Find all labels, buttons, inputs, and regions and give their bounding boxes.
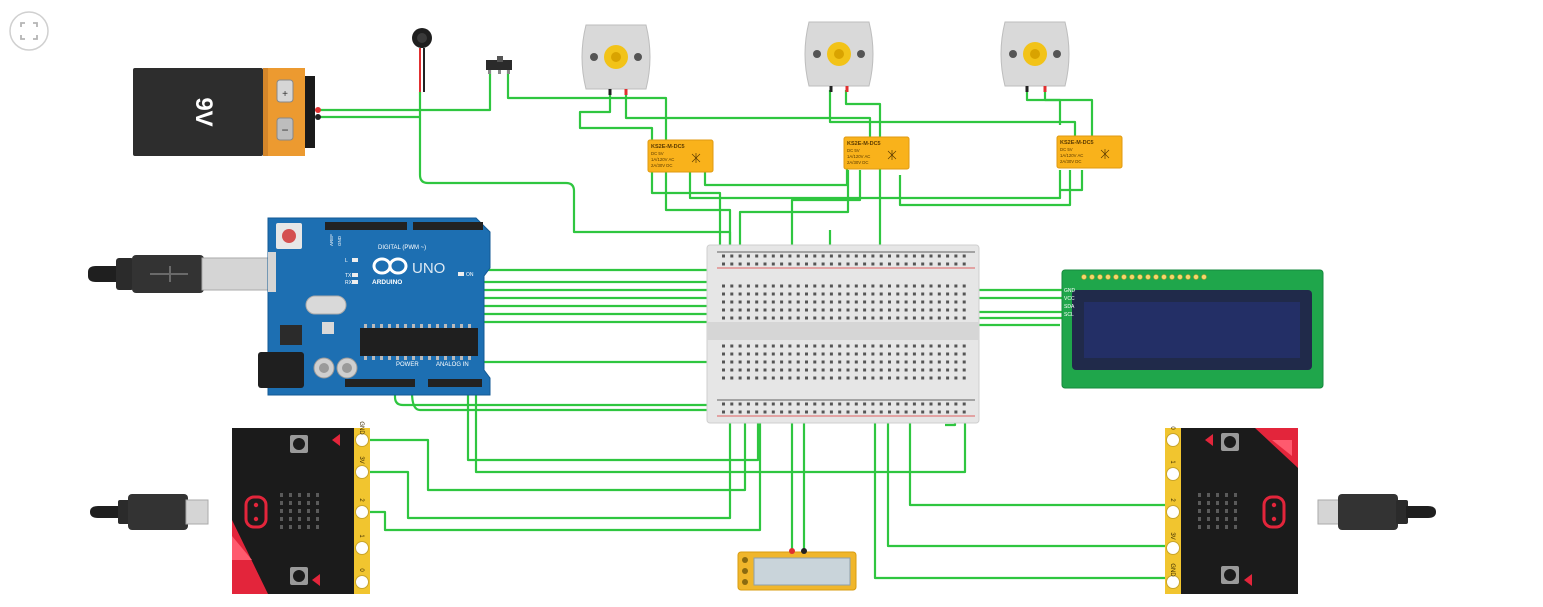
relay-spec: DC 5V [651, 151, 664, 156]
wire[interactable] [650, 165, 722, 262]
lcd-16x2[interactable]: GND VCC SDA SCL [1061, 269, 1324, 389]
arduino-model: UNO [412, 260, 445, 277]
relay-model: KS2E-M-DC5 [1060, 140, 1094, 146]
microbit-left-pin-label: 1 [358, 534, 364, 538]
microbit-right-pin-label: GND [1169, 563, 1175, 577]
relay-1[interactable]: KS2E-M-DC5 DC 5V 1A/120V AC 2A/30V DC [647, 139, 714, 173]
lcd-pin-scl: SCL [1064, 312, 1074, 318]
wire[interactable] [393, 385, 720, 407]
relay-spec: DC 5V [1060, 147, 1073, 152]
wire[interactable] [624, 94, 872, 138]
lcd-pin-gnd: GND [1064, 288, 1076, 294]
digital-label: DIGITAL (PWM ~) [378, 245, 426, 251]
microbit-right-pin-label: 2 [1169, 498, 1175, 502]
dc-motor-icon [581, 24, 651, 90]
relay-spec: 2A/30V DC [651, 163, 673, 168]
relay-model: KS2E-M-DC5 [847, 141, 881, 147]
microbit-right-pin-label: 3V [1169, 532, 1175, 539]
arduino-uno[interactable]: AREF GND DIGITAL (PWM ~) UNO ARDUINO L T… [258, 217, 491, 396]
usb-cable-arduino[interactable] [88, 255, 269, 293]
usb-cable-microbit-left[interactable] [90, 494, 209, 530]
wire[interactable] [1043, 90, 1094, 138]
microbit-right-pin-label: 0 [1169, 426, 1175, 430]
dc-motor-1[interactable] [581, 24, 651, 95]
fullscreen-button[interactable] [9, 11, 49, 51]
wire[interactable] [318, 70, 492, 112]
led-rx-label: RX [345, 280, 353, 286]
breadboard[interactable] [706, 244, 980, 424]
slide-switch-icon [486, 56, 512, 74]
battery-plus-label: + [282, 89, 288, 100]
vibration-motor-icon [412, 28, 432, 48]
wire[interactable] [688, 170, 1062, 200]
wire[interactable] [886, 410, 1165, 548]
wire[interactable] [370, 410, 732, 520]
gnd-label: GND [337, 235, 342, 246]
relay-spec: 2A/30V DC [847, 160, 869, 165]
wire[interactable] [578, 94, 654, 142]
arduino-brand: ARDUINO [372, 279, 402, 286]
microbit-left-pin-label: 0 [358, 568, 364, 572]
microbit-left-pin-label: 2 [358, 498, 364, 502]
wire[interactable] [418, 92, 732, 262]
dc-motor-3[interactable] [1000, 21, 1070, 92]
relay-spec: DC 5V [847, 148, 860, 153]
lcd-pin-sda: SDA [1064, 304, 1075, 310]
wire[interactable] [370, 410, 747, 492]
wire[interactable] [873, 410, 1165, 580]
microbit-right-pins: 0 1 2 3V GND [1166, 426, 1180, 589]
lcd-pin-vcc: VCC [1064, 296, 1075, 302]
analog-label: ANALOG IN [436, 362, 469, 368]
power-label: POWER [396, 362, 419, 368]
dc-motor-icon [804, 21, 874, 87]
wire[interactable] [1025, 90, 1062, 125]
relay-spec: 2A/30V DC [1060, 159, 1082, 164]
microbit-left-pin-label: GND [358, 421, 364, 435]
arduino-logo-icon [372, 257, 408, 275]
relay-model: KS2E-M-DC5 [651, 144, 685, 150]
usb-plug-icon [90, 494, 209, 530]
relay-spec: 1A/120V AC [1060, 153, 1083, 158]
battery-minus-label: − [281, 123, 288, 137]
battery-9v[interactable]: + − 9V [133, 68, 321, 156]
microbit-left-led-matrix [280, 493, 319, 529]
led-on-label: ON [466, 272, 474, 278]
wire[interactable] [474, 385, 967, 474]
usb-plug-icon [1317, 494, 1436, 530]
lcd-header-pads [1081, 274, 1207, 280]
wire[interactable] [844, 90, 882, 250]
relay-2[interactable]: KS2E-M-DC5 DC 5V 1A/120V AC 2A/30V DC [843, 136, 910, 170]
slide-switch[interactable] [486, 56, 512, 74]
relay-spec: 1A/120V AC [651, 157, 674, 162]
wire[interactable] [370, 418, 762, 532]
fullscreen-icon [20, 22, 38, 40]
wire[interactable] [703, 168, 849, 187]
usb-cable-microbit-right[interactable] [1317, 494, 1436, 530]
breadboard-holes [722, 254, 966, 414]
usb-plug-icon [88, 255, 269, 293]
microbit-right[interactable]: 0 1 2 3V GND [1165, 426, 1298, 594]
aref-label: AREF [329, 234, 334, 246]
microbit-left[interactable]: GND 3V 2 1 0 [232, 421, 370, 594]
wire[interactable] [828, 90, 1077, 138]
microbit-right-pin-label: 1 [1169, 460, 1175, 464]
dc-motor-icon [1000, 21, 1070, 87]
microbit-left-pin-label: 3V [358, 456, 364, 463]
microbit-right-led-matrix [1198, 493, 1237, 529]
wire[interactable] [506, 70, 668, 145]
wire[interactable] [1060, 170, 1084, 192]
soft-potentiometer[interactable] [737, 548, 857, 591]
microbit-left-pins: GND 3V 2 1 0 [355, 421, 369, 589]
dc-motor-2[interactable] [804, 21, 874, 92]
battery-voltage-label: 9V [190, 97, 217, 126]
wire[interactable] [898, 170, 1072, 207]
relay-3[interactable]: KS2E-M-DC5 DC 5V 1A/120V AC 2A/30V DC [1056, 135, 1123, 169]
led-tx-label: TX [345, 273, 352, 279]
vibration-motor[interactable] [412, 28, 432, 92]
relay-spec: 1A/120V AC [847, 154, 870, 159]
led-l-label: L [345, 258, 348, 264]
